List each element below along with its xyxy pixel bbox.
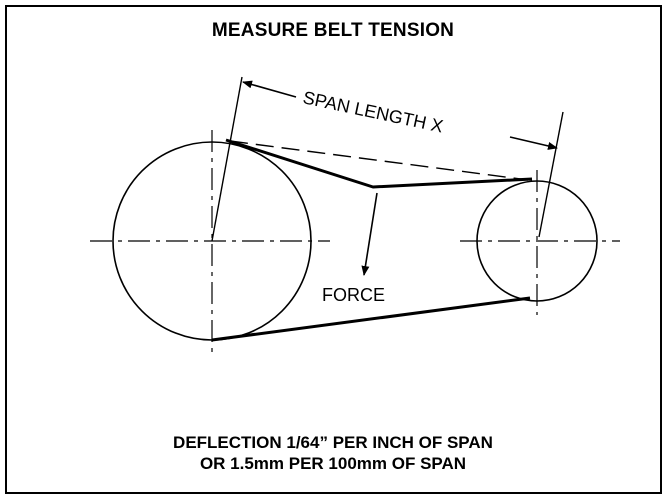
belt-bottom-run <box>211 296 531 342</box>
page-title: MEASURE BELT TENSION <box>211 20 455 41</box>
deflection-note-line2: OR 1.5mm PER 100mm OF SPAN <box>199 454 467 473</box>
deflection-note-line1: DEFLECTION 1/64” PER INCH OF SPAN <box>173 433 493 452</box>
small-pulley-centerlines <box>460 170 620 315</box>
span-extension-left <box>211 76 243 242</box>
span-length-label: SPAN LENGTH X <box>301 87 445 136</box>
diagram-frame <box>5 5 662 494</box>
force-label: FORCE <box>322 285 385 305</box>
span-arrow-left <box>242 80 297 98</box>
force-arrow <box>361 192 378 276</box>
span-arrow-right <box>509 136 558 150</box>
span-extension-right <box>538 111 564 238</box>
belt-top-run-deflected <box>225 138 533 189</box>
large-pulley-centerlines <box>90 130 330 355</box>
deflection-note: DEFLECTION 1/64” PER INCH OF SPAN OR 1.5… <box>0 432 666 474</box>
belt-straight-reference <box>229 140 529 181</box>
